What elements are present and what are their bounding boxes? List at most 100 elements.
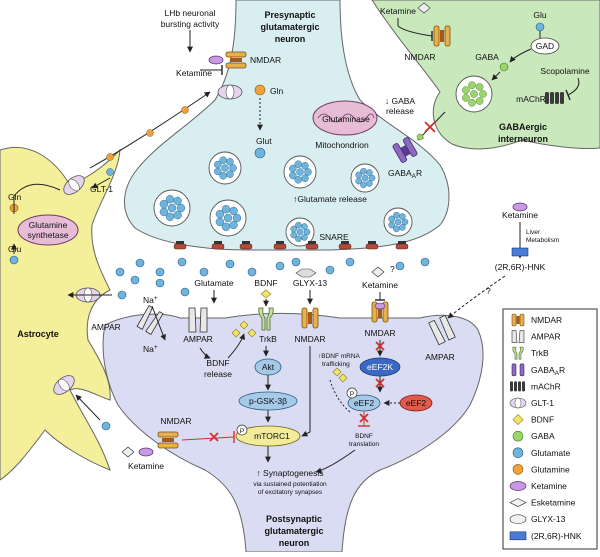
astro-transporter-low	[53, 375, 75, 395]
postsynaptic-title-3: neuron	[279, 538, 310, 548]
bdnf-release-diamond-1	[239, 320, 249, 330]
glutamine-icon	[512, 464, 524, 475]
bdnf-release-diamond-2	[231, 328, 241, 338]
legend-label: GLT-1	[531, 398, 554, 408]
glutamine-synthetase-label-1: Glutamine	[29, 220, 68, 230]
nmdar-icon	[511, 313, 525, 327]
synaptic-vesicle	[208, 151, 242, 185]
eef2k-label: eEF2K	[367, 362, 393, 372]
nmdar-to-mtorc1-arrow	[301, 346, 311, 437]
gaba-release-label-1: ↓ GABA	[385, 96, 416, 106]
glutamate-molecule	[115, 267, 125, 277]
synaptic-vesicle	[383, 207, 413, 237]
ketamine-cleft-icon	[371, 266, 385, 278]
machr-receptor	[545, 92, 564, 104]
na-label-2: Na+	[143, 344, 158, 354]
mtorc1-label: mTORC1	[254, 431, 290, 441]
gln-transit-3	[181, 106, 189, 114]
bdnf-icon	[512, 414, 524, 426]
glutamate-icon	[512, 447, 524, 459]
glt1-transporter	[63, 175, 85, 195]
lhb-label-1: LHb neuronal	[164, 8, 215, 18]
bdnf-mrna-diamond-2	[338, 373, 348, 383]
na-label-1: Na+	[143, 295, 158, 305]
bdnf-cleft-label: BDNF	[254, 278, 277, 288]
liver-label-1: Liver	[526, 229, 541, 236]
glu-int-molecule	[535, 22, 545, 32]
glt1-icon	[509, 397, 527, 409]
eef2-active-label: eEF2	[354, 398, 375, 408]
eef2-p-label: P	[350, 391, 354, 398]
snare-complex	[338, 241, 352, 250]
legend-item: GLYX-13	[509, 514, 566, 525]
synapto-sub-1: via sustained potentiation	[253, 481, 327, 488]
legend-item: Esketamine	[509, 498, 576, 508]
akt-label: Akt	[262, 362, 275, 372]
synaptogenesis-label: ↑ Synaptogenesis	[256, 468, 323, 478]
legend-label: NMDAR	[531, 315, 562, 325]
glutamate-release-label: ↑Glutamate release	[293, 194, 367, 204]
bdnf-release-diamond-3	[247, 328, 257, 338]
gad-to-gaba-arrow	[509, 48, 532, 63]
glutamine-synthetase-label-2: synthetase	[27, 230, 68, 240]
glu-transit-1	[106, 168, 114, 176]
nmdar-lower-inhibit	[181, 436, 235, 441]
ketamine-in-nmdar	[374, 302, 386, 310]
snare-complex	[239, 241, 253, 250]
ampar-post-label: AMPAR	[183, 334, 213, 344]
synaptic-vesicle	[350, 163, 380, 193]
glut-molecule	[254, 147, 266, 159]
translation-to-synapto-arrow	[315, 449, 356, 474]
legend-item: TrkB	[512, 346, 549, 360]
ampar-post	[188, 307, 208, 333]
legend-item: Ketamine	[509, 481, 567, 491]
presynaptic-title-1: Presynaptic	[264, 10, 315, 20]
bdnf-mrna-diamond-1	[332, 367, 342, 377]
eef2-translation-block	[359, 413, 369, 423]
legend-item: (2R,6R)-HNK	[509, 531, 582, 541]
legend-box	[502, 308, 598, 550]
legend-label: BDNF	[531, 415, 554, 425]
presynaptic-nmdar	[225, 51, 247, 69]
lhb-label-2: bursting activity	[161, 19, 220, 29]
astro-uptake-low-arrow	[75, 394, 101, 421]
presynaptic-nmdar-label: NMDAR	[250, 55, 281, 65]
ketamine-lower-icon	[121, 446, 135, 458]
glyx13-icon	[509, 514, 527, 525]
interneuron-body	[371, 0, 600, 150]
scopolamine-inhibit-bar	[565, 89, 571, 101]
ketamine-icon	[509, 481, 527, 491]
legend-item: AMPAR	[511, 330, 561, 343]
glu-into-glt1-arrow	[91, 177, 111, 189]
scopolamine-label: Scopolamine	[540, 66, 589, 76]
nmdar-lower-block	[209, 432, 219, 442]
mitochondrion	[312, 100, 378, 136]
nmdar-post	[301, 307, 319, 329]
gabaar-icon	[511, 363, 525, 377]
bdnf-release-label-1: BDNF	[206, 358, 229, 368]
vesicles	[153, 151, 413, 247]
legend-label: Glutamine	[531, 464, 570, 474]
nmdar-lower-label: NMDAR	[160, 416, 191, 426]
gln-transit-2	[146, 129, 154, 137]
glutamate-molecule	[177, 257, 187, 267]
eef2-label: eEF2	[406, 398, 427, 408]
legend-label: Glutamate	[531, 448, 570, 458]
machr-icon	[510, 381, 525, 392]
hnk-label: (2R,6R)-HNK	[495, 262, 546, 272]
scopolamine-inhibit	[567, 77, 580, 96]
eef2-block	[375, 378, 385, 388]
snare-complex	[365, 241, 379, 250]
astro-gln-path	[13, 183, 61, 214]
glutamate-molecule	[180, 287, 190, 297]
glu-astro-label: Glu	[8, 244, 22, 254]
interneuron-title-1: GABAergic	[499, 122, 547, 132]
glu-astro-uptake	[117, 290, 127, 300]
glutamate-molecule	[291, 257, 301, 267]
gaba-to-vesicle-arrow	[491, 71, 501, 81]
glutamate-molecule	[420, 257, 430, 267]
ketamine-int-label: Ketamine	[380, 6, 416, 16]
legend-label: GABAAR	[531, 365, 565, 377]
legend-label: Ketamine	[531, 481, 567, 491]
